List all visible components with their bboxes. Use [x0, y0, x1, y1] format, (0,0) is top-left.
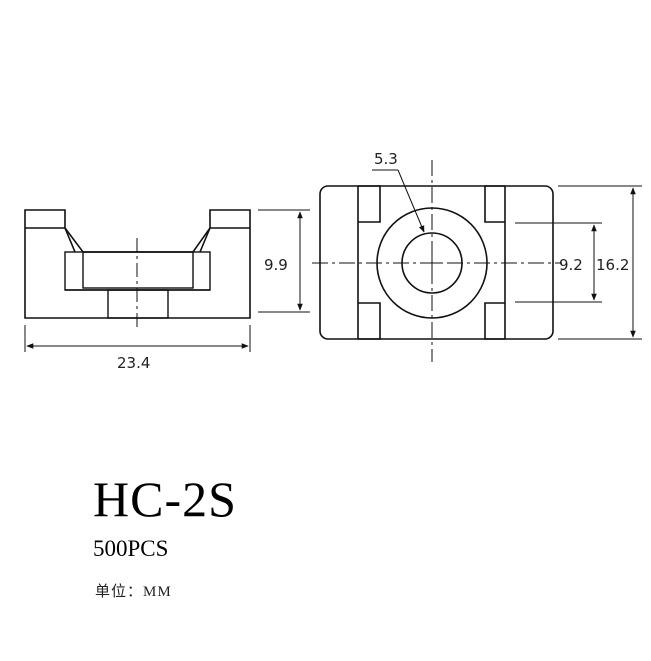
dimension-overall-width — [558, 185, 642, 340]
label-height-side: 9.9 — [264, 256, 288, 274]
dimension-width-side — [24, 325, 251, 352]
side-view — [24, 209, 251, 330]
label-overall-width: 16.2 — [596, 256, 629, 274]
top-view-centerlines — [312, 160, 562, 362]
dimension-hole — [372, 169, 425, 233]
label-hole: 5.3 — [374, 150, 398, 168]
label-width-side: 23.4 — [117, 354, 150, 372]
quantity-label: 500PCS — [93, 536, 169, 561]
label-inner-spacing: 9.2 — [559, 256, 583, 274]
dimension-inner-spacing — [515, 222, 602, 303]
model-name: HC-2S — [93, 471, 237, 527]
unit-label: 单位：MM — [95, 584, 172, 600]
dimension-height-side — [258, 209, 310, 313]
